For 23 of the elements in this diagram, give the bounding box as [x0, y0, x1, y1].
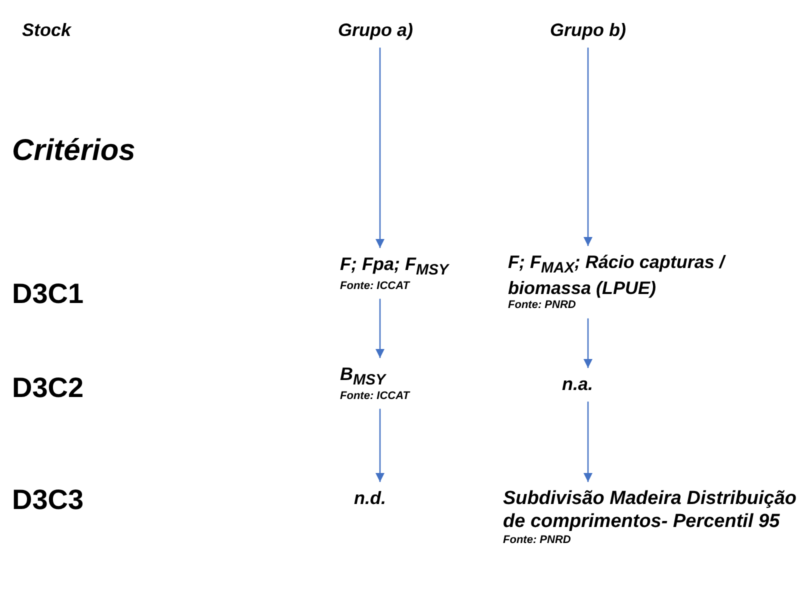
criterion-text: F; F$_{MAX}$; Rácio capturas / biomassa (LPUE): [508, 252, 727, 300]
row-header: Critérios: [12, 134, 136, 168]
arrow: [376, 298, 384, 358]
criterion-text: n.d.: [354, 488, 387, 510]
criterion-text: Grupo b): [550, 20, 627, 42]
source-note: Fonte: ICCAT: [340, 390, 412, 403]
descriptor-label: D3C1: [12, 278, 84, 310]
descriptor-label: D3C3: [12, 484, 84, 516]
source-note: Fonte: PNRD: [508, 299, 577, 312]
arrow: [584, 402, 592, 482]
arrow: [376, 408, 384, 482]
arrow: [376, 48, 384, 248]
source-note: Fonte: PNRD: [503, 534, 572, 547]
descriptor-label: D3C2: [12, 372, 84, 404]
arrow: [584, 48, 592, 246]
row-header: Stock: [22, 20, 72, 41]
criterion-text: F; Fpa; F$_{MSY}$: [340, 254, 450, 280]
source-note: Fonte: ICCAT: [340, 280, 412, 293]
criterion-text: B$_{MSY}$: [340, 364, 388, 390]
criterion-text: Grupo a): [338, 20, 414, 42]
criterion-text: Subdivisão Madeira Distribuição de comprimentos- Percentil 95: [503, 488, 798, 534]
arrow: [584, 318, 592, 368]
criterion-text: n.a.: [562, 374, 594, 396]
